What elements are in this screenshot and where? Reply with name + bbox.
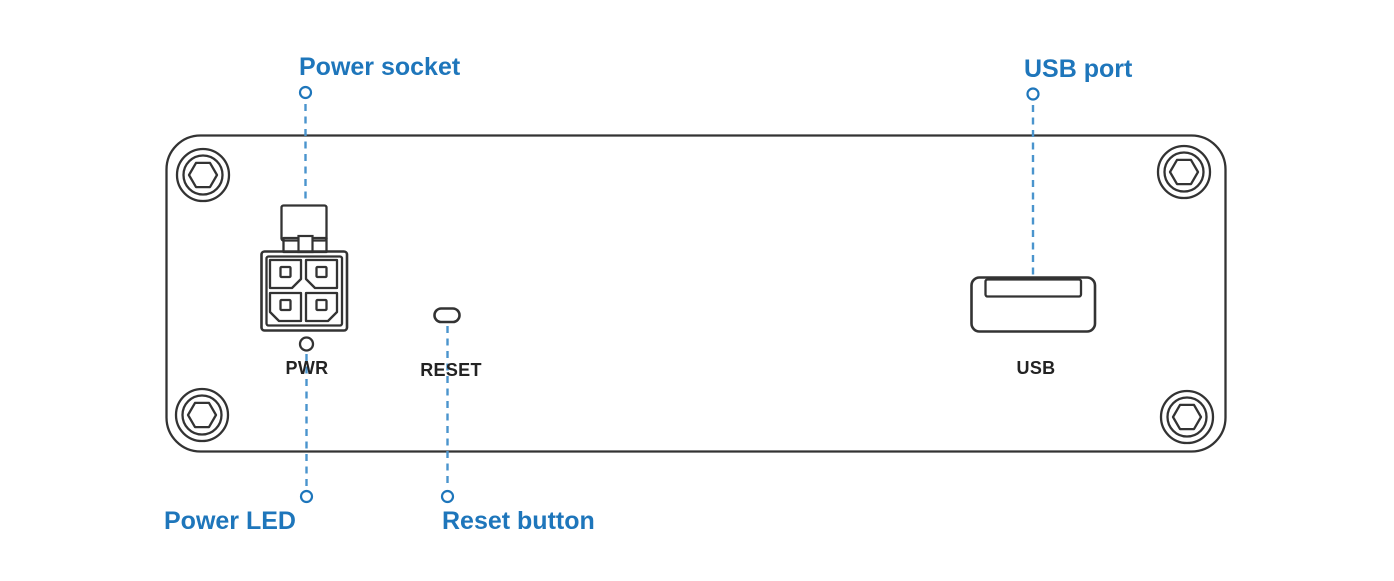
callout-power-led: Power LED bbox=[164, 507, 296, 535]
usb-port-icon bbox=[970, 276, 1097, 333]
power-led-icon bbox=[298, 336, 315, 352]
device-panel-outline bbox=[165, 134, 1227, 453]
leader-line-power-socket bbox=[298, 85, 313, 203]
corner-screw-bottom-left-icon bbox=[174, 387, 230, 443]
corner-screw-bottom-right-icon bbox=[1159, 389, 1215, 445]
leader-line-reset-button bbox=[440, 326, 455, 504]
corner-screw-top-right-icon bbox=[1156, 144, 1212, 200]
leader-line-usb-port bbox=[1026, 87, 1040, 276]
callout-reset-button: Reset button bbox=[442, 507, 595, 535]
label-pwr: PWR bbox=[285, 358, 329, 378]
callout-power-socket: Power socket bbox=[299, 53, 461, 81]
power-socket-icon bbox=[260, 204, 349, 332]
label-reset: RESET bbox=[420, 360, 482, 380]
callout-usb-port: USB port bbox=[1024, 55, 1133, 83]
reset-button-icon bbox=[433, 307, 461, 324]
leader-line-power-led bbox=[299, 354, 314, 504]
corner-screw-top-left-icon bbox=[175, 147, 231, 203]
label-usb: USB bbox=[1016, 358, 1056, 378]
